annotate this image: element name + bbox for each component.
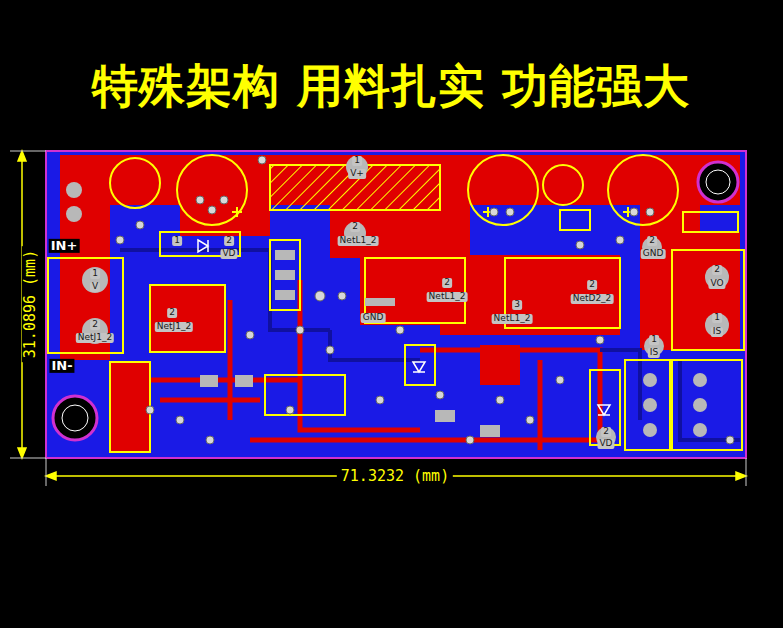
pad-label: NetJ1_2	[155, 322, 193, 332]
pad-label: 1	[712, 313, 722, 323]
pad-label: 1	[649, 335, 659, 345]
pad-label: 2	[167, 308, 177, 318]
pad-label: VD	[220, 249, 237, 259]
pad-label: IS	[711, 327, 723, 337]
pad-label: NetJ1_2	[76, 333, 114, 343]
pad-label: 2	[587, 280, 597, 290]
pad-label: 1	[172, 236, 182, 246]
terminal-label: IN-	[49, 359, 74, 373]
pad-label: NetL1_2	[338, 236, 379, 246]
board-outline	[46, 151, 746, 458]
pad-label: NetD2_2	[571, 294, 614, 304]
pad-label: V+	[348, 169, 366, 179]
terminal-label: IN+	[49, 239, 80, 253]
pad-label: V	[90, 282, 100, 292]
pad-label: VO	[708, 279, 725, 289]
pad-label: 2	[647, 236, 657, 246]
pad-label: GND	[641, 249, 666, 259]
pad-label: 3	[512, 300, 522, 310]
pad-label: 1	[352, 156, 362, 166]
pad-label: NetL1_2	[427, 292, 468, 302]
pad-label: NetL1_2	[492, 314, 533, 324]
title: 特殊架构 用料扎实 功能强大	[92, 61, 690, 112]
pad-label: 2	[601, 427, 611, 437]
pad-label: 2	[90, 320, 100, 330]
pad-label: 2	[442, 278, 452, 288]
pad-label: 2	[350, 222, 360, 232]
pad-label: GND	[361, 313, 386, 323]
pad-label: IS	[648, 348, 660, 358]
pad-label: VD	[597, 439, 614, 449]
dimension-label: 31.0896 (mm)	[22, 246, 39, 362]
pad-label: 2	[224, 236, 234, 246]
dimension-label: 71.3232 (mm)	[337, 468, 453, 485]
pad-label: 1	[90, 269, 100, 279]
pad-label: 2	[712, 265, 722, 275]
